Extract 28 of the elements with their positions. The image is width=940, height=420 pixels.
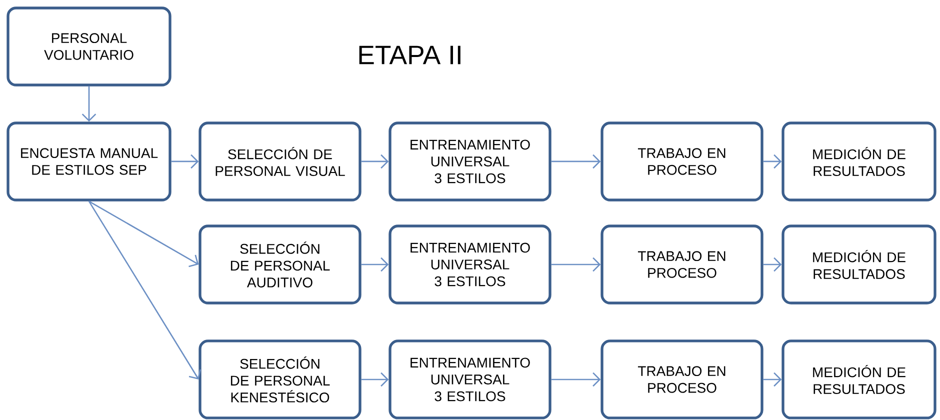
arrow xyxy=(88,200,199,268)
title: ETAPA II xyxy=(359,46,460,64)
arrow xyxy=(171,154,199,169)
process-box: ENTRENAMIENTO UNIVERSAL 3 ESTILOS xyxy=(388,224,552,304)
process-box: SELECCIÓN DE PERSONAL AUDITIVO xyxy=(198,224,362,304)
process-box: MEDICIÓN DE RESULTADOS xyxy=(782,224,936,304)
arrow xyxy=(763,372,782,387)
process-box: ENTRENAMIENTO UNIVERSAL 3 ESTILOS xyxy=(388,122,552,202)
arrow xyxy=(361,372,389,387)
arrow xyxy=(551,257,601,272)
process-box: ENCUESTA MANUAL DE ESTILOS SEP xyxy=(6,122,172,202)
process-box: ENTRENAMIENTO UNIVERSAL 3 ESTILOS xyxy=(388,340,552,420)
process-box: SELECCIÓN DE PERSONAL KENESTÉSICO xyxy=(198,340,362,420)
arrow xyxy=(551,154,601,169)
arrow xyxy=(763,154,782,169)
arrow xyxy=(88,200,202,380)
process-box: TRABAJO EN PROCESO xyxy=(600,340,764,420)
arrow xyxy=(763,257,782,272)
arrow xyxy=(361,154,389,169)
arrow xyxy=(361,257,389,272)
arrow xyxy=(82,86,96,122)
process-box: TRABAJO EN PROCESO xyxy=(600,122,764,202)
process-box: SELECCIÓN DE PERSONAL VISUAL xyxy=(198,122,362,202)
process-box: MEDICIÓN DE RESULTADOS xyxy=(782,122,936,202)
process-box: TRABAJO EN PROCESO xyxy=(600,224,764,304)
arrow xyxy=(551,372,601,387)
process-box: MEDICIÓN DE RESULTADOS xyxy=(782,340,936,420)
process-box: PERSONAL VOLUNTARIO xyxy=(6,6,172,86)
